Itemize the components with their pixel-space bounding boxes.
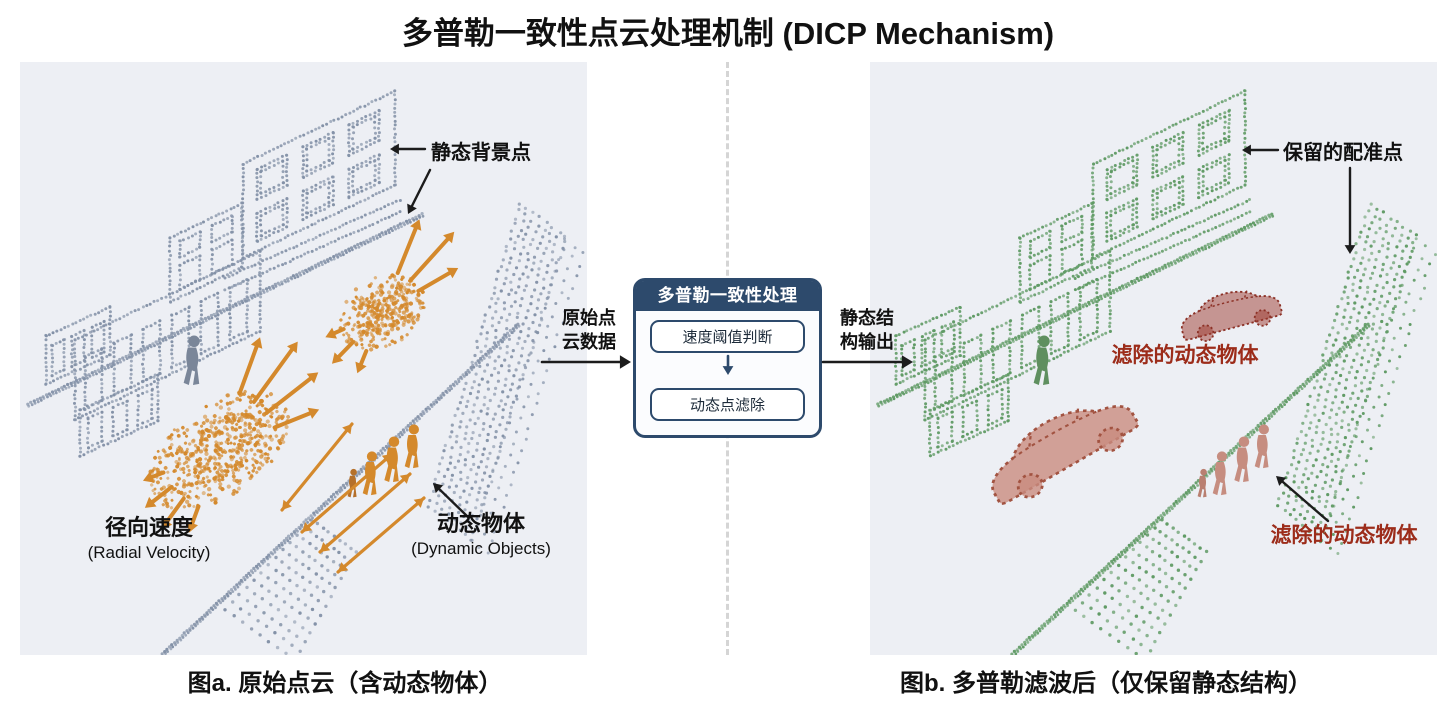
caption-panel-a: 图a. 原始点云（含动态物体） xyxy=(187,670,503,697)
label-radial-velocity: 径向速度 (Radial Velocity) xyxy=(88,515,211,565)
dynamic-point-filter-step: 动态点滤除 xyxy=(650,388,805,421)
input-label: 原始点 云数据 xyxy=(562,306,616,354)
dicp-process-box: 多普勒一致性处理 速度阈值判断 动态点滤除 xyxy=(633,278,822,438)
panel-a-canvas xyxy=(26,89,585,655)
label-removed-dynamic-objects-1: 滤除的动态物体 xyxy=(1111,344,1259,367)
label-kept-registration-points: 保留的配准点 xyxy=(1283,142,1403,164)
panel-original-pointcloud xyxy=(20,62,587,655)
panel-filtered-pointcloud xyxy=(870,62,1437,655)
label-dynamic-objects: 动态物体 (Dynamic Objects) xyxy=(411,511,551,561)
figure-title: 多普勒一致性点云处理机制 (DICP Mechanism) xyxy=(401,16,1055,51)
process-step-arrow-icon xyxy=(722,354,733,375)
velocity-threshold-step: 速度阈值判断 xyxy=(650,320,805,353)
input-label-line2: 云数据 xyxy=(562,332,616,352)
label-radial-velocity-cn: 径向速度 xyxy=(104,515,194,540)
process-box-title: 多普勒一致性处理 xyxy=(636,281,819,311)
label-removed-dynamic-objects-2: 滤除的动态物体 xyxy=(1270,524,1418,547)
label-static-background-points: 静态背景点 xyxy=(431,142,531,164)
label-dynamic-objects-cn: 动态物体 xyxy=(436,511,525,536)
output-label: 静态结 构输出 xyxy=(840,306,894,354)
output-label-line1: 静态结 xyxy=(840,308,894,328)
label-dynamic-objects-en: (Dynamic Objects) xyxy=(411,539,551,558)
panel-b-canvas xyxy=(876,89,1437,655)
label-radial-velocity-en: (Radial Velocity) xyxy=(87,543,211,562)
output-label-line2: 构输出 xyxy=(840,332,894,352)
caption-panel-b: 图b. 多普勒滤波后（仅保留静态结构） xyxy=(900,670,1312,697)
input-label-line1: 原始点 xyxy=(562,308,616,328)
